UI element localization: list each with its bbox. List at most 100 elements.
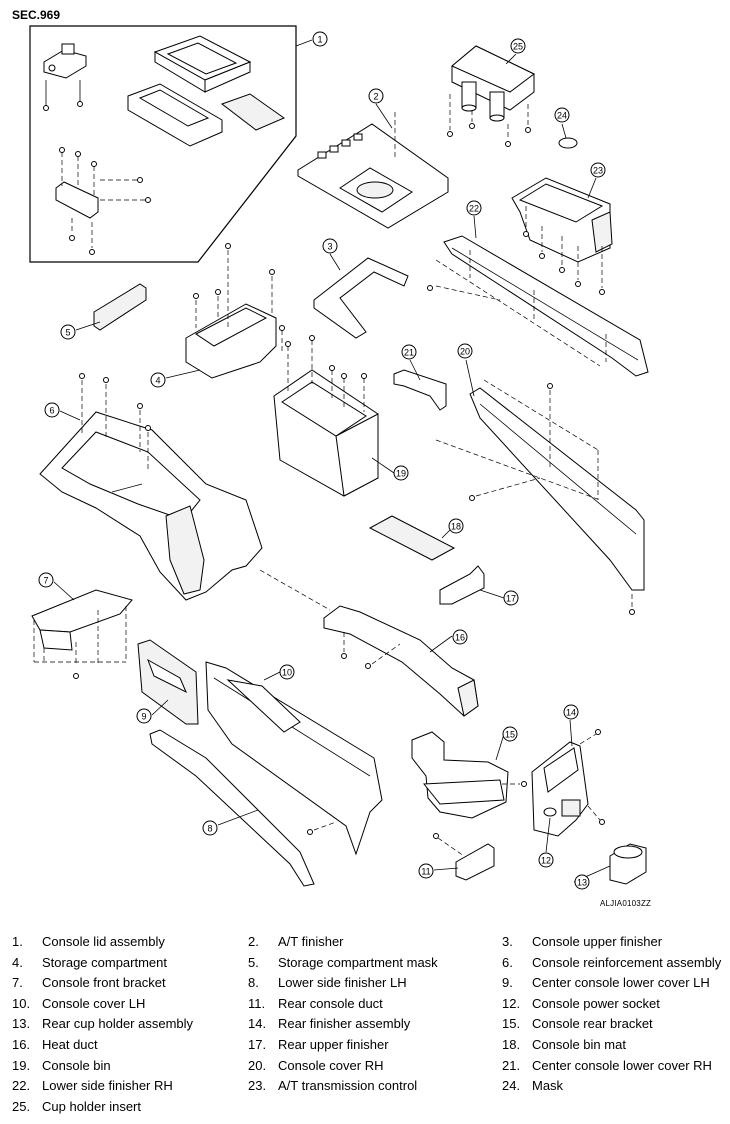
legend-number: 9. [502, 975, 513, 991]
figure-code: ALJIA0103ZZ [600, 899, 652, 908]
storage-compartment-mask-part [93, 283, 147, 331]
callout-6: 6 [44, 402, 60, 418]
callout-15: 15 [502, 726, 518, 742]
rear-cup-holder-assembly-part [609, 843, 647, 885]
callout-number: 2 [373, 92, 378, 102]
legend-number: 25. [12, 1098, 31, 1114]
callout-circle [590, 162, 606, 178]
callout-number: 13 [577, 878, 587, 888]
section-label: SEC.969 [12, 8, 61, 22]
callout-circle [312, 31, 328, 47]
legend-part-name: Mask [532, 1078, 564, 1094]
callout-23: 23 [590, 162, 606, 178]
legend-number: 8. [248, 975, 259, 991]
callout-number: 5 [65, 328, 70, 338]
console-front-bracket-part [31, 589, 133, 679]
legend-part-name: Center console lower cover LH [532, 975, 710, 991]
console-reinforcement-assembly-part [39, 373, 331, 611]
callout-circle [563, 704, 579, 720]
callout-13: 13 [574, 874, 590, 890]
legend-number: 17. [248, 1037, 267, 1052]
callout-circle [279, 664, 295, 680]
legend-number: 5. [248, 954, 259, 970]
lower-side-finisher-rh-part [427, 235, 649, 377]
callout-number: 22 [469, 204, 479, 214]
at-transmission-control-part [511, 177, 613, 295]
callout-number: 3 [327, 242, 332, 252]
callout-4: 4 [150, 372, 166, 388]
callout-circle [368, 88, 384, 104]
callout-number: 24 [557, 111, 567, 121]
callout-circle [60, 324, 76, 340]
callout-number: 1 [317, 35, 322, 45]
console-cover-lh-part [205, 661, 383, 856]
callout-17: 17 [503, 590, 519, 606]
legend-part-name: Console bin mat [532, 1037, 626, 1052]
callout-number: 9 [141, 712, 146, 722]
console-power-socket-part [543, 807, 557, 817]
callout-circle [574, 874, 590, 890]
storage-compartment-part [185, 243, 285, 379]
console-bin-part [273, 335, 379, 497]
callout-16: 16 [452, 629, 468, 645]
legend-part-name: Rear upper finisher [278, 1037, 389, 1052]
legend-number: 1. [12, 934, 23, 949]
legend-number: 22. [12, 1078, 31, 1094]
legend-number: 12. [502, 995, 521, 1011]
callout-number: 8 [207, 824, 212, 834]
callout-20: 20 [457, 343, 473, 359]
legend-part-name: Console power socket [532, 995, 660, 1011]
callout-number: 19 [396, 469, 406, 479]
lower-side-finisher-lh-part [149, 729, 315, 887]
legend-number: 23. [248, 1078, 267, 1094]
callout-18: 18 [448, 518, 464, 534]
callout-circle [136, 708, 152, 724]
callout-number: 4 [155, 376, 160, 386]
callout-number: 23 [593, 166, 603, 176]
legend-part-name: Console upper finisher [532, 934, 663, 949]
callout-circle [503, 590, 519, 606]
callout-number: 10 [282, 668, 292, 678]
legend-number: 10. [12, 995, 31, 1011]
callout-circle [202, 820, 218, 836]
callout-circle [554, 107, 570, 123]
legend-part-name: Console lid assembly [42, 934, 165, 949]
legend-number: 19. [12, 1057, 31, 1073]
callout-number: 15 [505, 730, 515, 740]
legend-part-name: Console cover LH [42, 995, 146, 1011]
heat-duct-part [323, 605, 479, 717]
callout-number: 20 [460, 347, 470, 357]
callout-7: 7 [38, 572, 54, 588]
callout-10: 10 [279, 664, 295, 680]
callout-number: 17 [506, 594, 516, 604]
legend-number: 14. [248, 1016, 267, 1032]
legend-number: 3. [502, 934, 513, 949]
callout-9: 9 [136, 708, 152, 724]
rear-console-duct-part [433, 833, 495, 881]
console-bin-mat-part [368, 515, 456, 561]
callout-circle [538, 852, 554, 868]
callout-circle [44, 402, 60, 418]
callout-5: 5 [60, 324, 76, 340]
legend-part-name: Console cover RH [278, 1057, 384, 1073]
callout-21: 21 [401, 344, 417, 360]
legend-number: 7. [12, 975, 23, 991]
callout-leaders [53, 39, 611, 883]
legend-part-name: Console rear bracket [532, 1016, 653, 1032]
inset-frame [29, 25, 297, 263]
callout-number: 7 [43, 576, 48, 586]
callout-number: 6 [49, 406, 54, 416]
console-rear-bracket-part [411, 731, 527, 819]
legend-number: 13. [12, 1016, 31, 1032]
legend-part-name: Center console lower cover RH [532, 1057, 712, 1073]
legend-part-name: Rear finisher assembly [278, 1016, 411, 1032]
legend-number: 20. [248, 1057, 267, 1073]
legend-part-name: Rear console duct [278, 995, 383, 1011]
callout-19: 19 [393, 465, 409, 481]
console-upper-finisher-part [313, 257, 409, 339]
rear-upper-finisher-part [439, 565, 485, 605]
callout-24: 24 [554, 107, 570, 123]
legend-part-name: Lower side finisher RH [42, 1078, 173, 1094]
legend-part-name: Console reinforcement assembly [532, 954, 722, 970]
